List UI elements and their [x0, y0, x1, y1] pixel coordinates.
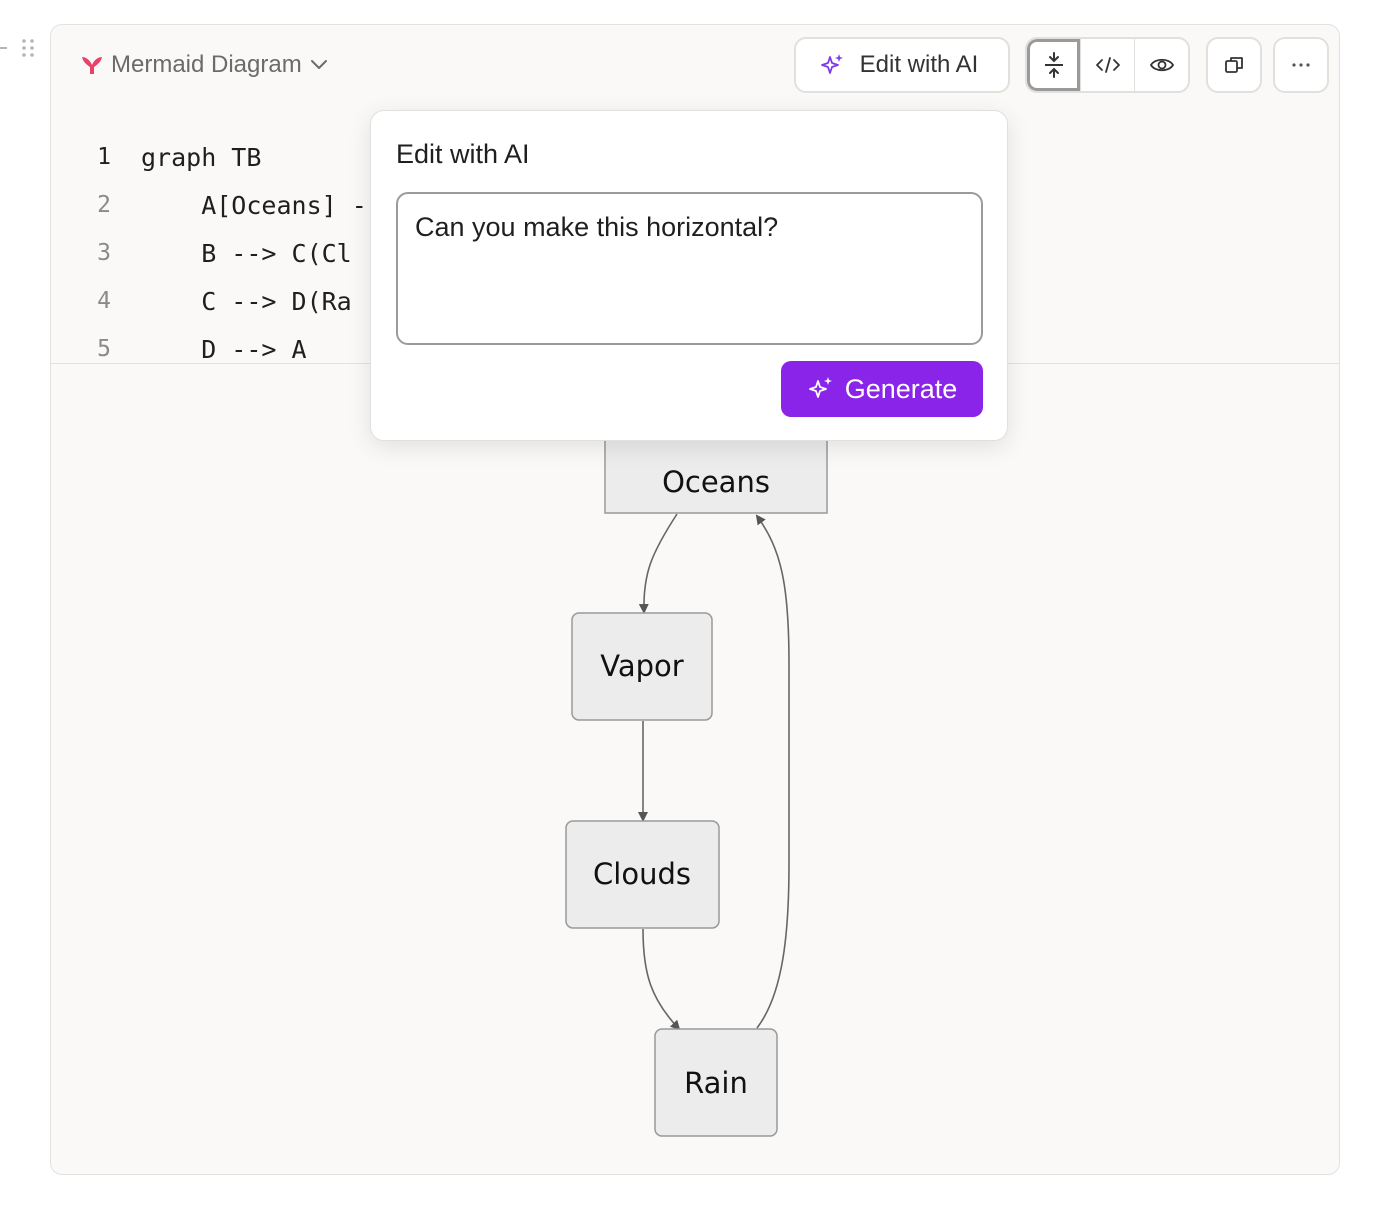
code-text: graph TB	[141, 142, 262, 172]
diagram-type-dropdown[interactable]: Mermaid Diagram	[81, 49, 328, 81]
copy-button[interactable]	[1206, 37, 1262, 93]
line-number: 2	[97, 192, 111, 218]
block-drag-handle[interactable]	[0, 38, 40, 62]
edge-clouds-rain	[642, 928, 681, 1031]
split-vertical-icon	[1044, 52, 1063, 78]
mermaid-logo-icon	[82, 57, 102, 74]
diagram-type-label: Mermaid Diagram	[111, 51, 302, 78]
copy-icon	[1225, 57, 1243, 73]
code-icon	[1095, 57, 1120, 73]
generate-label: Generate	[844, 373, 958, 404]
edit-with-ai-label: Edit with AI	[859, 51, 979, 78]
node-label-vapor: Vapor	[600, 649, 684, 683]
preview-button[interactable]	[1134, 39, 1188, 91]
generate-button[interactable]: Generate	[781, 361, 983, 417]
node-label-oceans: Oceans	[662, 465, 770, 499]
chevron-down-icon	[310, 60, 327, 69]
line-number: 1	[97, 144, 111, 170]
node-label-rain: Rain	[684, 1066, 748, 1100]
code-text: A[Oceans] -	[141, 190, 367, 220]
edge-rain-oceans	[755, 514, 790, 1029]
edge-oceans-vapor	[638, 513, 678, 614]
code-view-button[interactable]	[1080, 39, 1134, 91]
code-text: C --> D(Ra	[141, 286, 352, 316]
split-view-button[interactable]	[1027, 39, 1080, 91]
flowchart-svg: Oceans Vapor Clouds Rain	[565, 403, 828, 1137]
popover-title: Edit with AI	[396, 139, 530, 169]
ai-prompt-input[interactable]: Can you make this horizontal?	[396, 192, 983, 345]
view-mode-toggle	[1025, 37, 1190, 93]
more-options-button[interactable]	[1273, 37, 1329, 93]
sparkle-icon	[808, 377, 832, 398]
code-line: 1 graph TB	[51, 137, 261, 177]
node-rain: Rain	[654, 1028, 778, 1137]
ai-edit-popover: Edit with AI Can you make this horizonta…	[370, 110, 1008, 441]
node-clouds: Clouds	[565, 820, 720, 929]
line-number: 4	[97, 288, 111, 314]
block-header: Mermaid Diagram Edit with AI	[51, 25, 1339, 109]
code-line: 2 A[Oceans] -	[51, 185, 367, 225]
code-text: D --> A	[141, 334, 307, 364]
block-indent-dash	[0, 47, 7, 49]
drag-grip-icon	[22, 39, 34, 57]
code-text: B --> C(Cl	[141, 238, 352, 268]
code-line: 3 B --> C(Cl	[51, 233, 352, 273]
eye-icon	[1149, 58, 1174, 72]
sparkle-icon	[820, 54, 843, 74]
ellipsis-icon	[1292, 63, 1310, 67]
node-vapor: Vapor	[571, 612, 713, 721]
diagram-preview: Oceans Vapor Clouds Rain	[51, 364, 1339, 1174]
code-line: 4 C --> D(Ra	[51, 281, 352, 321]
edit-with-ai-button[interactable]: Edit with AI	[794, 37, 1010, 93]
line-number: 5	[97, 336, 111, 362]
flow-edges	[638, 513, 790, 1031]
code-line: 5 D --> A	[51, 329, 307, 369]
line-number: 3	[97, 240, 111, 266]
node-label-clouds: Clouds	[593, 857, 691, 891]
